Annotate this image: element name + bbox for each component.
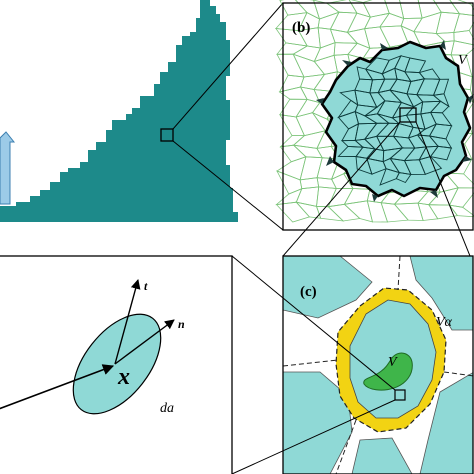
zoom-box-c xyxy=(394,389,406,401)
area-element-label: da xyxy=(160,401,174,416)
grain-cell xyxy=(449,0,474,16)
panel-b: (b) V xyxy=(275,0,474,231)
zoom-box-macro xyxy=(160,128,174,142)
sub-volume-V xyxy=(363,352,413,391)
position-vector-arrow xyxy=(0,364,115,410)
grain-cell xyxy=(448,204,474,218)
panel-c-interface-symbol: Vα xyxy=(436,315,453,330)
panel-c-frame xyxy=(282,255,474,474)
macro-body-shape xyxy=(0,0,238,222)
grain-cell xyxy=(429,145,453,161)
normal-label: n xyxy=(178,317,185,331)
grain-cell xyxy=(418,156,443,175)
panel-c-volume-symbol: V xyxy=(388,355,398,370)
tangent-vector-arrow xyxy=(114,279,141,365)
tangent-label: t xyxy=(144,279,148,293)
grain-cell xyxy=(453,30,474,46)
zoom-lines-c xyxy=(282,121,471,257)
normal-vector-arrow xyxy=(114,319,175,365)
surface-element xyxy=(72,313,162,415)
macro-body-panel xyxy=(0,0,238,222)
panel-b-volume-symbol: V xyxy=(458,53,468,68)
panel-c: (c) Vα V xyxy=(282,255,474,474)
point-label: x xyxy=(117,364,130,390)
rve-cluster-teeth xyxy=(316,40,474,202)
neighbor-grains xyxy=(283,256,473,474)
triple-junction-lines xyxy=(283,256,473,474)
grain-cell xyxy=(444,172,474,189)
zoom-lines-b xyxy=(172,2,284,231)
panel-b-frame xyxy=(282,2,474,231)
panel-b-label: (b) xyxy=(292,20,310,36)
rve-cluster xyxy=(316,40,474,202)
zoom-box-b xyxy=(399,107,417,123)
panel-d: t n x da xyxy=(0,255,233,474)
panel-c-label: (c) xyxy=(300,284,317,300)
zoom-lines-d xyxy=(231,255,396,474)
upward-arrow-icon xyxy=(0,131,16,205)
grain-cell xyxy=(395,172,412,184)
